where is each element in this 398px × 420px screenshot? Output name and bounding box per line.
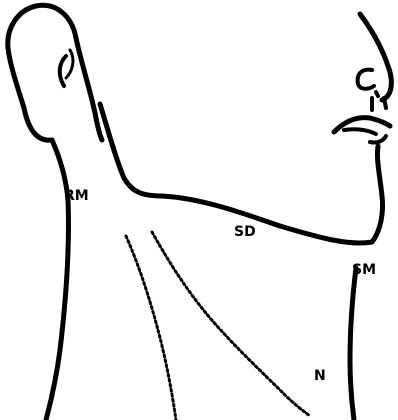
label-n: N <box>314 368 326 384</box>
ear-outline <box>8 5 102 140</box>
dotted-line-right <box>152 232 310 416</box>
chin-profile <box>372 146 383 242</box>
lip-lower-curve <box>370 136 386 143</box>
nostril-mark <box>376 92 378 96</box>
label-rm: RM <box>64 188 89 204</box>
ear-inner-curve <box>66 50 73 78</box>
label-sd: SD <box>234 224 256 240</box>
ear-inner-fold <box>60 56 66 86</box>
nostril <box>358 70 374 89</box>
lower-lip <box>344 129 376 134</box>
label-sm: SM <box>352 262 376 278</box>
neck-front-line <box>350 268 356 420</box>
philtrum-right <box>384 98 386 108</box>
dotted-line-left <box>126 236 176 420</box>
jaw-line <box>100 104 372 243</box>
neck-back-line <box>46 140 69 420</box>
